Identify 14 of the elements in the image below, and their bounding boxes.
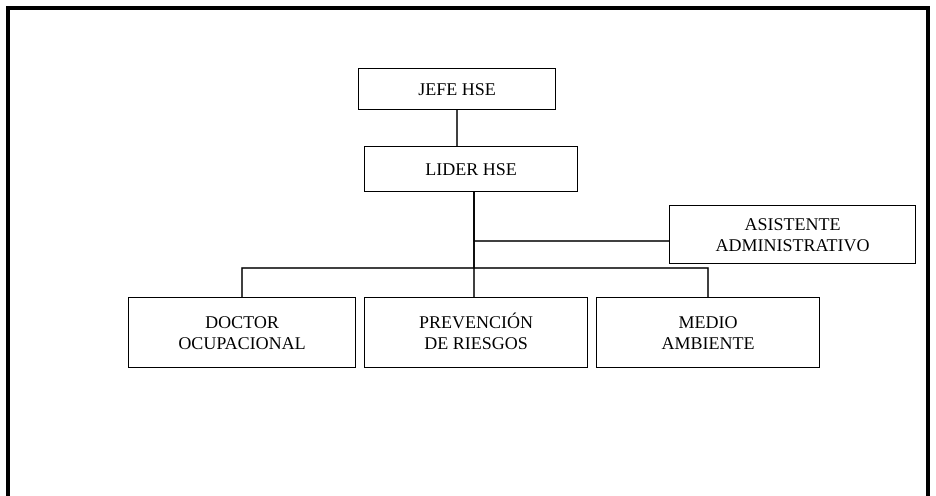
role-title: MEDIO AMBIENTE (660, 312, 756, 354)
role-title: ASISTENTE ADMINISTRATIVO (714, 214, 870, 256)
org-box (596, 297, 820, 368)
org-box (358, 68, 556, 110)
connector-line (456, 110, 458, 146)
org-box (364, 146, 578, 192)
connector-line (473, 192, 709, 297)
org-box (364, 297, 588, 368)
role-title: LIDER HSE (425, 158, 517, 180)
role-title: DOCTOR OCUPACIONAL (177, 312, 307, 354)
org-box (669, 205, 916, 264)
org-box (128, 297, 356, 368)
role-title: PREVENCIÓN DE RIESGOS (418, 312, 534, 354)
role-title: JEFE HSE (418, 78, 496, 100)
